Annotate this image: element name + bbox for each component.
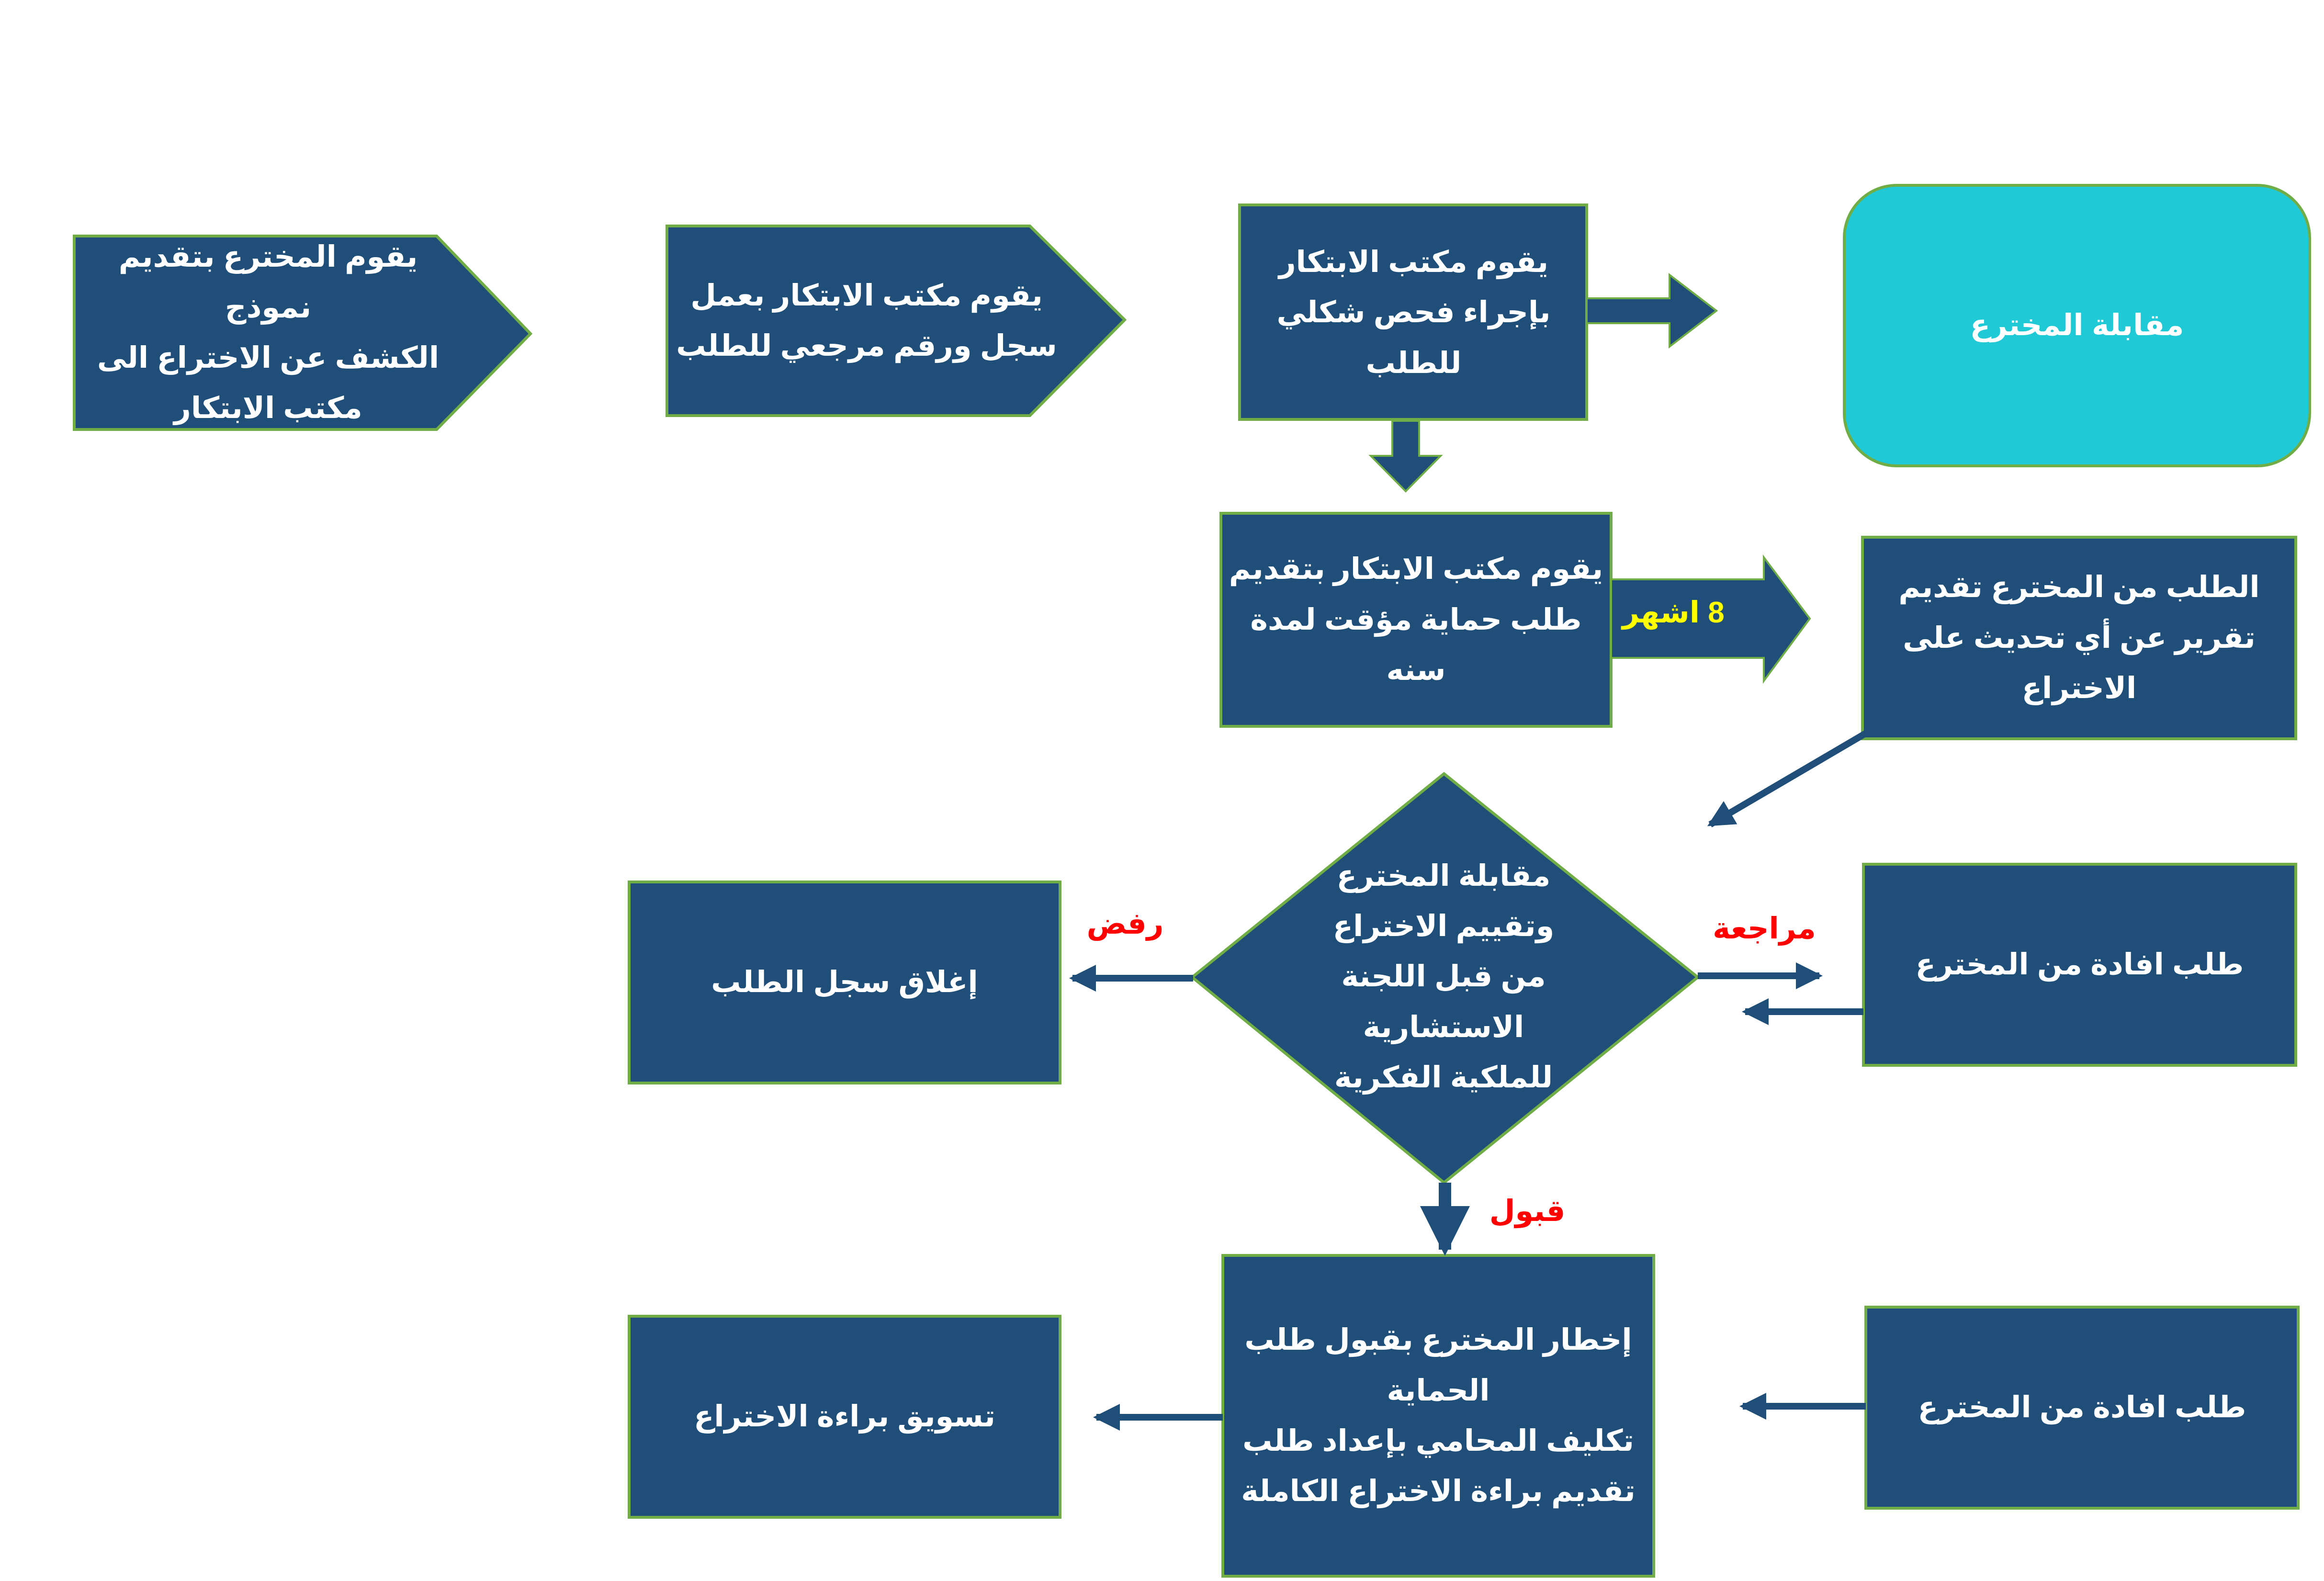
notify-acceptance-shape [1221, 1254, 1655, 1578]
committee-evaluation-label: مقابلة المخترع وتقييم الاختراع من قبل ال… [1332, 859, 1555, 1095]
close-record-label: إغلاق سجل الطلب [711, 966, 978, 999]
submit-disclosure-label: يقوم المخترع بتقديم نموذج الكشف عن الاخت… [97, 240, 440, 425]
request-feedback-1-shape [1862, 863, 2297, 1067]
request-feedback-2-shape [1864, 1306, 2300, 1510]
close-record-shape [628, 881, 1061, 1084]
meet-inventor-top-label: مقابلة المخترع [1970, 309, 2184, 342]
market-patent-shape [628, 1315, 1061, 1519]
request-feedback-2-label: طلب افادة من المخترع [1918, 1391, 2246, 1424]
provisional-protection-shape [1219, 512, 1613, 728]
accept-label: قبول [1489, 1195, 1566, 1228]
market-patent-label: تسويق براءة الاختراع [694, 1400, 995, 1434]
provisional-protection-label: يقوم مكتب الابتكار بتقديم طلب حماية مؤقت… [1229, 553, 1603, 687]
duration-block-arrow [1610, 554, 1811, 684]
update-report-to-decision-arrow [1707, 730, 1867, 828]
create-record-label: يقوم مكتب الابتكار بعمل سجل ورقم مرجعي ل… [676, 279, 1057, 362]
update-report-label: الطلب من المخترع تقديم تقرير عن أي تحديث… [1898, 571, 2260, 705]
reject-label: رفض [1086, 907, 1164, 941]
meet-inventor-top-shape [1843, 184, 2311, 467]
request-feedback-1-label: طلب افادة من المخترع [1915, 948, 2244, 982]
submit-disclosure-shape [73, 235, 533, 431]
formal-check-shape [1238, 203, 1588, 421]
update-report-shape [1861, 536, 2297, 740]
formal-check-right-block-arrow [1586, 272, 1718, 349]
review-label: مراجعة [1713, 912, 1816, 946]
duration-label: 8 اشهر [1622, 596, 1725, 630]
formal-check-label: يقوم مكتب الابتكار بإجراء فحص شكلي للطلب [1276, 245, 1551, 380]
create-record-shape [666, 225, 1127, 417]
formal-check-down-block-arrow [1368, 420, 1443, 493]
notify-acceptance-label: إخطار المخترع بقبول طلب الحماية تكليف ال… [1241, 1323, 1636, 1508]
